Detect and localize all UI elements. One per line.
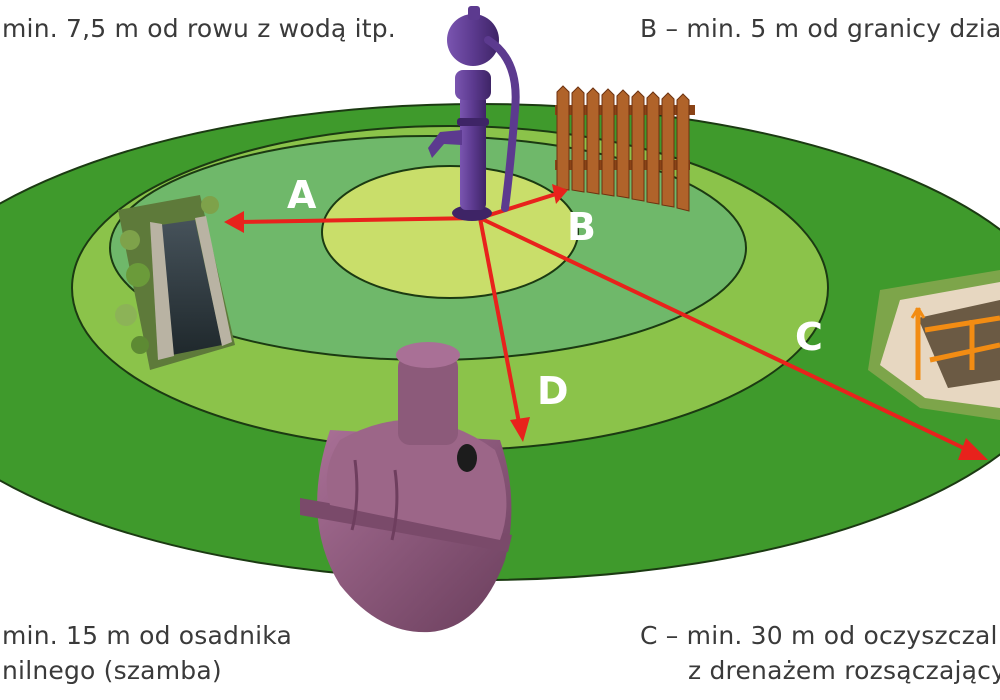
arrow-c — [479, 216, 973, 454]
arrow-d-head — [510, 417, 530, 442]
inner-disc — [321, 165, 579, 299]
arrow-b — [479, 192, 557, 220]
caption-bottom-left-line2: nilnego (szamba) — [2, 656, 222, 685]
arrow-label-b: B — [567, 205, 596, 249]
arrow-a — [237, 216, 481, 224]
caption-bottom-left-line1: min. 15 m od osadnika — [2, 621, 293, 650]
arrow-b-head — [552, 184, 568, 204]
caption-top-left: min. 7,5 m od rowu z wodą itp. — [2, 14, 396, 43]
arrow-label-c: C — [795, 315, 823, 359]
arrow-label-a: A — [287, 173, 317, 217]
septic-tank-icon — [300, 342, 512, 633]
caption-top-right: B – min. 5 m od granicy dzia — [640, 14, 1000, 43]
caption-bottom-right-line1: C – min. 30 m od oczyszczal — [640, 621, 998, 650]
arrow-a-head — [224, 211, 244, 233]
arrow-c-head — [958, 438, 988, 460]
caption-bottom-right-line2: z drenażem rozsączający — [688, 656, 1000, 685]
fence-icon — [555, 85, 695, 212]
water-pump-icon — [428, 6, 520, 221]
distance-arrows — [224, 184, 988, 460]
arrow-label-d: D — [537, 369, 569, 413]
ditch-icon — [115, 195, 235, 370]
arrow-d — [478, 217, 522, 429]
drainage-trench-icon — [868, 270, 1000, 420]
